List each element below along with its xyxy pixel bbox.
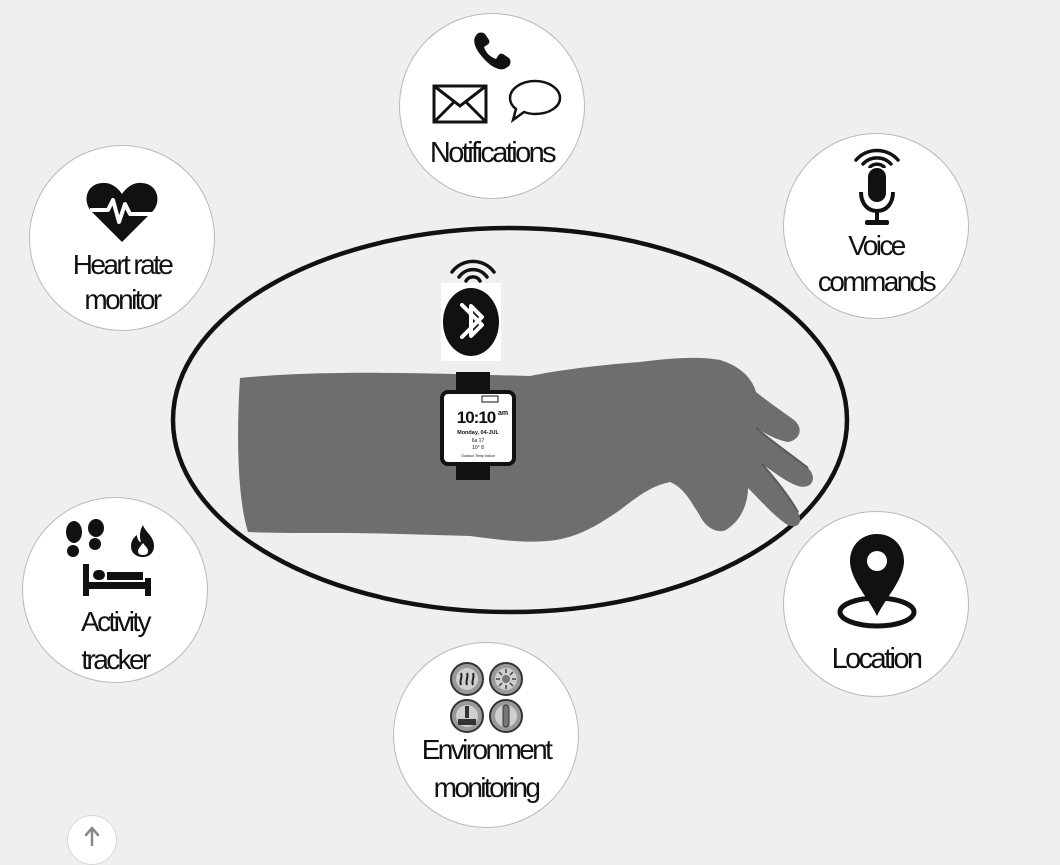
heart-label-line1: Heart rate	[30, 247, 214, 283]
environment-monitoring-feature: Environment monitoring	[393, 642, 579, 828]
smartwatch-icon: 10:10 am Monday, 04-JUL 6a 17 10° 8 Outd…	[442, 392, 514, 464]
steam-gauge-icon	[449, 661, 485, 697]
location-label: Location	[784, 642, 968, 677]
scroll-up-button[interactable]	[67, 815, 117, 865]
voice-label-line2: commands	[784, 264, 968, 300]
envelope-icon	[432, 84, 488, 124]
flame-icon	[127, 524, 159, 558]
heart-pulse-icon	[84, 180, 160, 244]
bluetooth-icon	[441, 283, 501, 361]
environment-label-line2: monitoring	[394, 770, 578, 806]
watch-ampm: am	[498, 410, 508, 417]
watch-line3: 6a 17	[472, 438, 485, 444]
wrist-silhouette	[238, 358, 813, 542]
watch-line4: 10° 8	[472, 445, 484, 451]
wireless-waves-icon	[452, 261, 494, 281]
phone-icon	[469, 28, 513, 72]
thermometer-gauge-icon	[449, 698, 485, 734]
activity-label-line2: tracker	[23, 642, 207, 678]
location-feature: Location	[783, 511, 969, 697]
speech-bubble-icon	[507, 78, 563, 124]
map-pin-icon	[836, 530, 918, 634]
bed-icon	[81, 562, 153, 598]
smartwatch-features-diagram: 10:10 am Monday, 04-JUL 6a 17 10° 8 Outd…	[0, 0, 1060, 844]
sun-gauge-icon	[488, 661, 524, 697]
heart-label-line2: monitor	[30, 282, 214, 318]
activity-tracker-feature: Activity tracker	[22, 497, 208, 683]
voice-label-line1: Voice	[784, 228, 968, 264]
arrow-up-icon	[81, 826, 103, 846]
notifications-feature: Notifications	[399, 13, 585, 199]
activity-label-line1: Activity	[23, 604, 207, 640]
watch-footer: Outdoor Temp Indoor	[461, 454, 496, 458]
voice-commands-feature: Voice commands	[783, 133, 969, 319]
footprints-icon	[63, 518, 109, 560]
pressure-gauge-icon	[488, 698, 524, 734]
heart-rate-feature: Heart rate monitor	[29, 145, 215, 331]
watch-date: Monday, 04-JUL	[457, 430, 499, 436]
watch-time: 10:10	[457, 408, 496, 427]
microphone-icon	[857, 166, 897, 228]
wifi-waves-icon	[852, 138, 902, 168]
environment-label-line1: Environment	[394, 732, 578, 768]
notifications-label: Notifications	[400, 136, 584, 171]
